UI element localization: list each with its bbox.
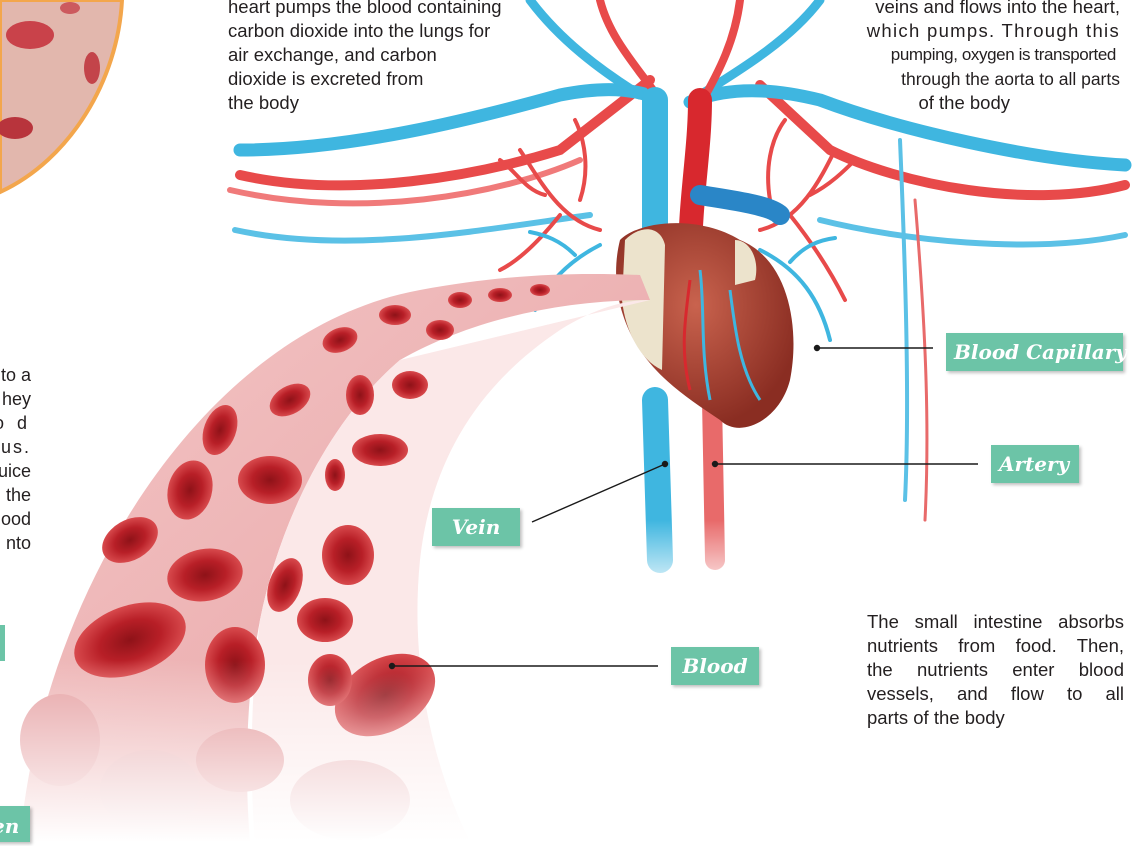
- text-line: vessels, and flow to all: [867, 682, 1124, 706]
- label-artery: Artery: [991, 445, 1079, 483]
- text-line: ood: [0, 507, 31, 531]
- text-top-left: heart pumps the blood containing carbon …: [228, 0, 502, 115]
- text-line: heart pumps the blood containing: [228, 0, 502, 19]
- text-line: The small intestine absorbs: [867, 610, 1124, 634]
- text-line: the nutrients enter blood: [867, 658, 1124, 682]
- text-line: nutrients from food. Then,: [867, 634, 1124, 658]
- text-bottom-right: The small intestine absorbs nutrients fr…: [867, 610, 1124, 730]
- text-line: the body: [228, 91, 502, 115]
- label-blood: Blood: [671, 647, 759, 685]
- magnified-tissue-circle: [0, 0, 122, 192]
- text-line: o d: [0, 411, 31, 435]
- text-top-right: veins and flows into the heart, which pu…: [867, 0, 1120, 115]
- text-line: to a: [0, 363, 31, 387]
- text-line: veins and flows into the heart,: [867, 0, 1120, 19]
- text-line: of the body: [867, 91, 1010, 115]
- text-line: which pumps. Through this: [867, 19, 1120, 43]
- text-line: nto: [0, 531, 31, 555]
- text-line: us.: [0, 435, 31, 459]
- text-line: the: [0, 483, 31, 507]
- text-line: dioxide is excreted from: [228, 67, 502, 91]
- text-line: parts of the body: [867, 706, 1124, 730]
- text-line: pumping, oxygen is transported: [867, 43, 1116, 67]
- text-line: through the aorta to all parts: [867, 67, 1120, 91]
- label-vein: Vein: [432, 508, 520, 546]
- text-line: carbon dioxide into the lungs for: [228, 19, 502, 43]
- cut-label-box: [0, 625, 5, 661]
- text-left-cut: to a hey o d us. uice the ood nto: [0, 363, 31, 555]
- label-blood-capillary: Blood Capillary: [946, 333, 1123, 371]
- text-line: air exchange, and carbon: [228, 43, 502, 67]
- label-cut-off: en: [0, 806, 30, 842]
- text-line: uice: [0, 459, 31, 483]
- text-line: hey: [0, 387, 31, 411]
